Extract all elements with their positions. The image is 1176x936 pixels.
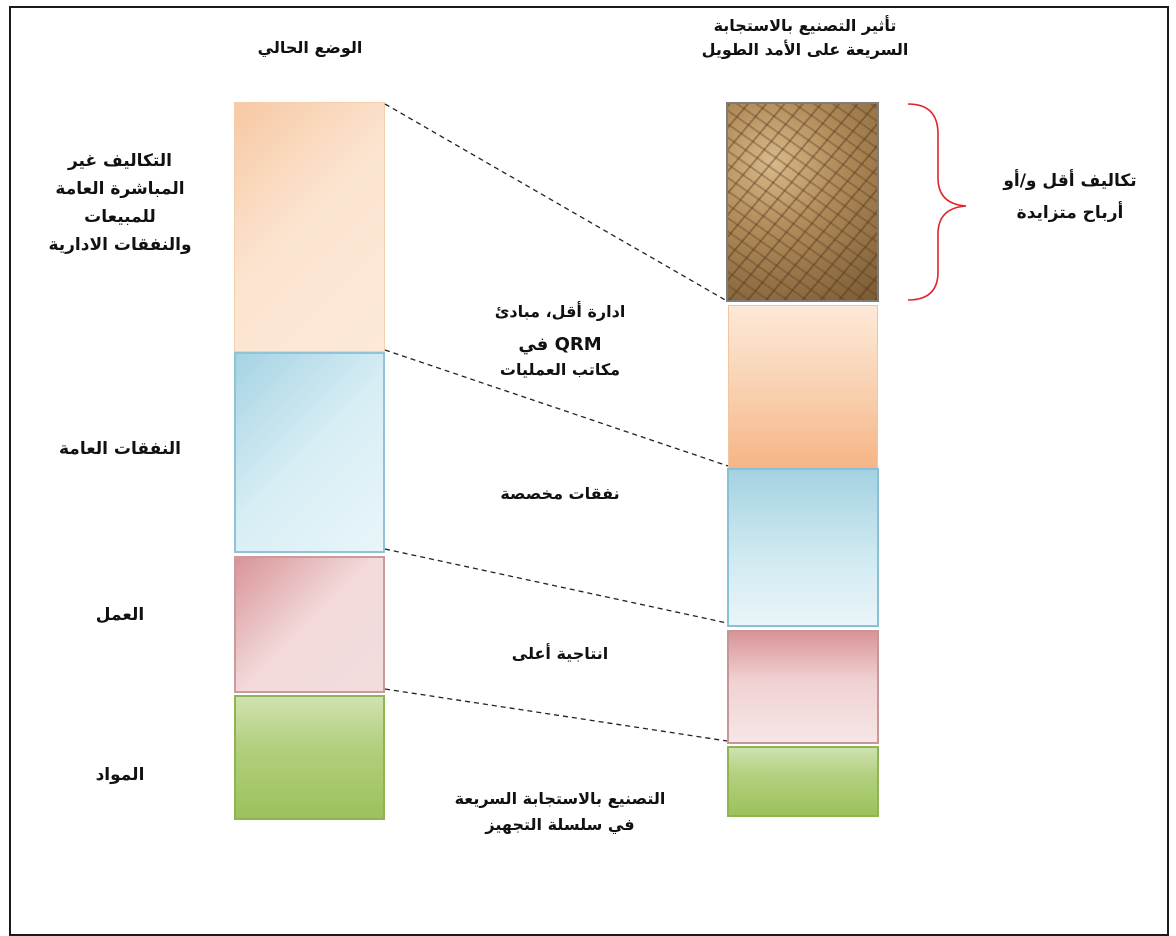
connector-labor-bottom xyxy=(384,688,728,742)
label-general-expenses: النفقات العامة xyxy=(58,439,182,459)
label-overhead-line3: للمبيعات xyxy=(84,207,156,227)
long-term-labor-segment xyxy=(727,630,879,744)
label-qrm-line3: مكاتب العمليات xyxy=(499,360,621,379)
label-overhead-line4: والنفقات الادارية xyxy=(48,235,192,255)
label-overhead-line2: المباشرة العامة xyxy=(55,179,185,199)
current-materials-segment xyxy=(234,695,385,820)
label-supply-line2: في سلسلة التجهيز xyxy=(485,815,635,834)
connector-expenses-bottom xyxy=(384,548,728,624)
current-labor-segment xyxy=(234,556,385,693)
connector-overhead-bottom xyxy=(384,349,729,467)
label-productivity: انتاجية أعلى xyxy=(511,644,609,663)
label-supply-line1: التصنيع بالاستجابة السريعة xyxy=(454,789,666,808)
label-materials: المواد xyxy=(95,765,145,785)
current-general-expenses-segment xyxy=(234,352,385,553)
heading-long-term-line1: تأثير التصنيع بالاستجابة xyxy=(713,16,897,35)
savings-brace-icon xyxy=(907,103,967,301)
connector-overhead-top xyxy=(384,103,728,302)
label-qrm-line1: ادارة أقل، مبادئ xyxy=(494,302,626,321)
long-term-materials-segment xyxy=(727,746,879,817)
label-labor: العمل xyxy=(95,605,145,625)
heading-current: الوضع الحالي xyxy=(257,38,363,57)
long-term-overhead-segment xyxy=(728,305,878,469)
current-overhead-segment xyxy=(234,102,385,352)
long-term-general-expenses-segment xyxy=(727,468,879,627)
savings-segment xyxy=(726,102,879,302)
label-allocated: نفقات مخصصة xyxy=(500,484,620,503)
label-overhead-line1: التكاليف غير xyxy=(67,151,173,171)
label-savings-line2: أرباح متزايدة xyxy=(1016,203,1124,223)
heading-long-term-line2: السريعة على الأمد الطويل xyxy=(701,40,909,59)
label-savings-line1: تكاليف أقل و/أو xyxy=(1003,171,1137,191)
label-qrm-line2: QRM في xyxy=(518,334,602,355)
